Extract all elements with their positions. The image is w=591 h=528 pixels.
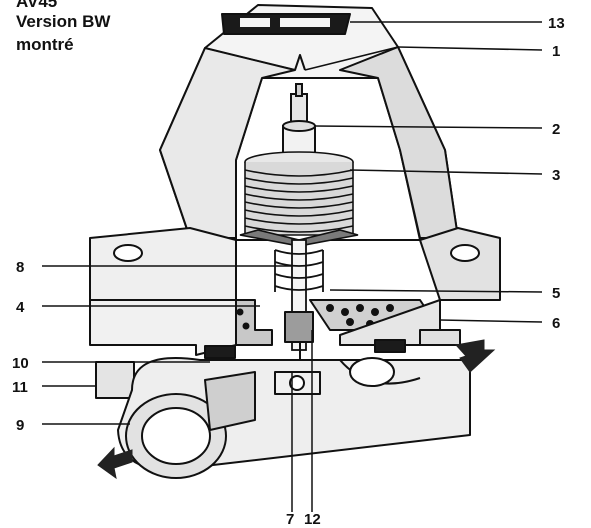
callout-numbers: 13 1 2 3 5 6 8 4 10 11 9 7 12 <box>12 15 565 528</box>
callout-2: 2 <box>552 121 560 138</box>
callout-11: 11 <box>12 379 28 396</box>
valve-body <box>89 299 471 479</box>
title-shown: montré <box>16 35 74 54</box>
flow-arrow-in-icon <box>97 446 133 480</box>
callout-9: 9 <box>16 417 24 434</box>
leader-1 <box>397 46 543 51</box>
leader-2 <box>314 125 543 129</box>
callout-6: 6 <box>552 315 560 332</box>
leader-lines <box>42 21 543 512</box>
callout-4: 4 <box>16 299 25 316</box>
leader-5 <box>329 289 543 293</box>
callout-10: 10 <box>12 355 29 372</box>
callout-7: 7 <box>286 511 294 528</box>
bellows-element <box>239 151 359 247</box>
callout-5: 5 <box>552 285 560 302</box>
title-model: AV45 <box>16 0 58 11</box>
leader-3 <box>349 169 543 175</box>
flow-arrow-out-icon <box>455 339 496 373</box>
callout-1: 1 <box>552 43 560 60</box>
leader-6 <box>439 319 543 323</box>
callout-8: 8 <box>16 259 24 276</box>
callout-12: 12 <box>304 511 321 528</box>
title-version: Version BW <box>16 12 111 31</box>
callout-13: 13 <box>548 15 565 32</box>
callout-3: 3 <box>552 167 560 184</box>
